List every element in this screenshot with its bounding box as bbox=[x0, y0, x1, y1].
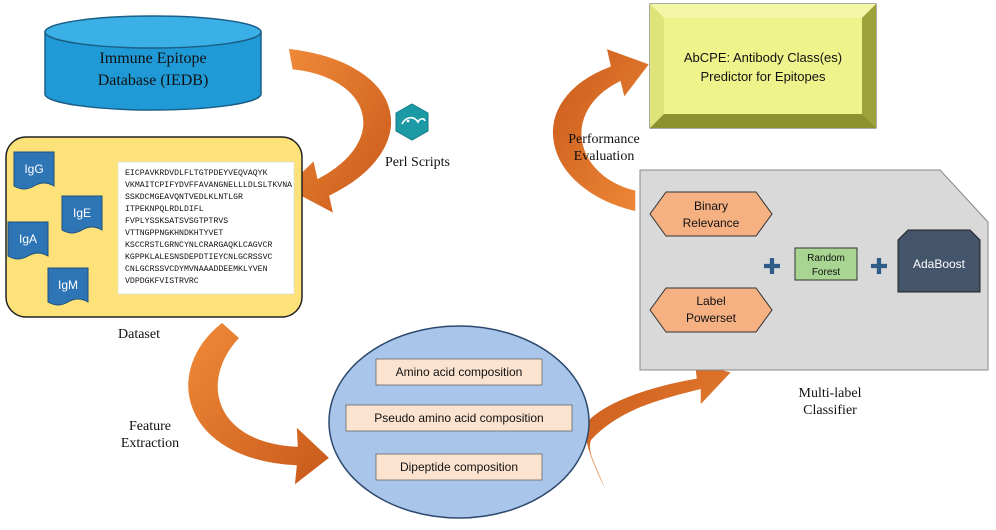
arrow-features-to-classifier bbox=[584, 360, 734, 501]
sequence-list-box bbox=[117, 161, 295, 295]
binary-relevance-line1: Binary bbox=[694, 199, 728, 213]
composition-label: Dipeptide composition bbox=[400, 460, 518, 474]
random-forest-box: Random Forest bbox=[794, 247, 858, 281]
composition-label: Amino acid composition bbox=[396, 365, 523, 379]
composition-item: Dipeptide composition bbox=[375, 453, 543, 481]
composition-item: Amino acid composition bbox=[375, 358, 543, 386]
arrow-iedb-to-dataset bbox=[283, 47, 393, 216]
sequence-line: VDPDGKFVISTRVRC bbox=[125, 277, 199, 286]
sequence-line: SSKDCMGEAVQNTVEDLKLNTLGR bbox=[125, 193, 243, 202]
iedb-database-cylinder: Immune Epitope Database (IEDB) bbox=[44, 15, 262, 111]
abcpe-title-line2: Predictor for Epitopes bbox=[700, 69, 826, 84]
dataset-panel: EICPAVKRDVDLFLTGTPDEYVEQVAQYK VKMAITCPIFY… bbox=[5, 136, 303, 318]
abcpe-title-line1: AbCPE: Antibody Class(es) bbox=[684, 50, 842, 65]
binary-relevance-hexagon: Binary Relevance bbox=[649, 191, 773, 237]
arrow-classifier-to-abcpe bbox=[551, 46, 652, 213]
antibody-flag-ige: IgE bbox=[61, 195, 103, 234]
perl-scripts-label: Perl Scripts bbox=[385, 155, 450, 170]
sequence-line: VTTNGPPNGKHNDKHTYVET bbox=[125, 229, 223, 238]
feature-extraction-line2: Extraction bbox=[121, 436, 179, 451]
dataset-label: Dataset bbox=[118, 327, 160, 342]
antibody-label: IgA bbox=[19, 232, 37, 246]
antibody-label: IgG bbox=[24, 162, 43, 176]
sequence-line: FVPLYSSKSATSVSGTPTRVS bbox=[125, 217, 228, 226]
plus-icon: ✚ bbox=[870, 254, 888, 279]
classifier-panel: Binary Relevance Label Powerset ✚ Random… bbox=[639, 169, 989, 371]
antibody-label: IgE bbox=[73, 206, 91, 220]
antibody-flag-iga: IgA bbox=[7, 221, 49, 260]
label-powerset-line2: Powerset bbox=[686, 311, 737, 325]
sequence-line: KGPPKLALESNSDEPDTIEYCNLGCRSSVC bbox=[125, 253, 272, 262]
plus-icon: ✚ bbox=[763, 254, 781, 279]
label-powerset-line1: Label bbox=[696, 294, 725, 308]
antibody-label: IgM bbox=[58, 278, 78, 292]
feature-extraction-line1: Feature bbox=[129, 419, 171, 434]
sequence-line: CNLGCRSSVCDYMVNAAADDEEMKLYVEN bbox=[125, 265, 268, 274]
random-forest-line2: Forest bbox=[812, 267, 841, 278]
binary-relevance-line2: Relevance bbox=[683, 216, 740, 230]
sequence-line: EICPAVKRDVDLFLTGTPDEYVEQVAQYK bbox=[125, 169, 268, 178]
random-forest-line1: Random bbox=[807, 253, 845, 264]
adaboost-label: AdaBoost bbox=[913, 257, 966, 271]
label-powerset-hexagon: Label Powerset bbox=[649, 287, 773, 333]
composition-item: Pseudo amino acid composition bbox=[345, 404, 573, 432]
sequence-line: ITPEKNPQLRDLDIFL bbox=[125, 205, 204, 214]
iedb-label-line2: Database (IEDB) bbox=[98, 72, 209, 89]
abcpe-box: AbCPE: Antibody Class(es) Predictor for … bbox=[649, 3, 877, 129]
adaboost-box: AdaBoost bbox=[897, 229, 981, 293]
iedb-label-line1: Immune Epitope bbox=[99, 50, 206, 67]
perl-icon bbox=[395, 103, 429, 141]
classifier-label-line1: Multi-label bbox=[799, 386, 862, 401]
antibody-flag-igg: IgG bbox=[13, 151, 55, 190]
sequence-line: KSCCRSTLGRNCYNLCRARGAQKLCAGVCR bbox=[125, 241, 272, 250]
classifier-label-line2: Classifier bbox=[803, 403, 857, 418]
performance-line1: Performance bbox=[568, 132, 640, 147]
antibody-icons: IgG IgE IgA IgM bbox=[7, 151, 103, 306]
sequence-line: VKMAITCPIFYDVFFAVANGNELLLDLSLTKVNA bbox=[125, 181, 292, 190]
performance-line2: Evaluation bbox=[574, 149, 635, 164]
sequence-list: EICPAVKRDVDLFLTGTPDEYVEQVAQYK VKMAITCPIFY… bbox=[125, 169, 292, 286]
composition-label: Pseudo amino acid composition bbox=[374, 411, 543, 425]
antibody-flag-igm: IgM bbox=[47, 267, 89, 306]
arrow-dataset-to-features bbox=[186, 321, 332, 488]
